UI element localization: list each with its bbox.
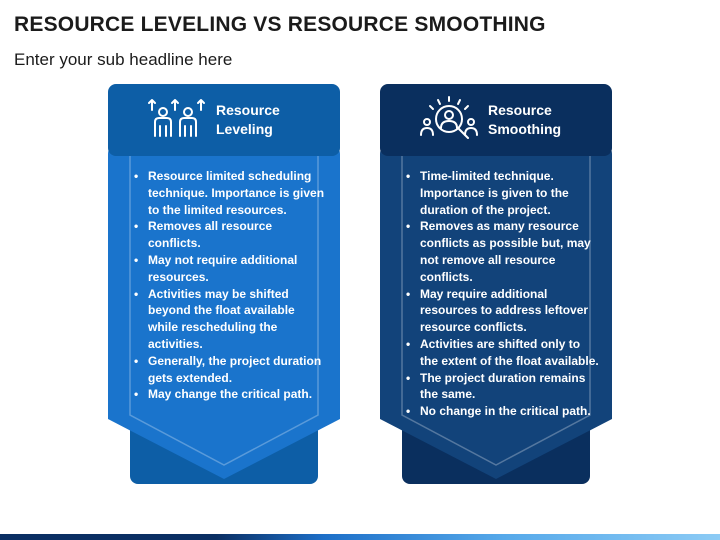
list-item: Resource limited scheduling technique. I… [132,168,328,218]
resource-smoothing-heading: Resource Smoothing [488,102,562,137]
list-item: May not require additional resources. [132,252,328,286]
resource-leveling-body: Resource limited scheduling technique. I… [132,168,328,403]
list-item: The project duration remains the same. [404,370,600,404]
resource-smoothing-body: Time-limited technique. Importance is gi… [404,168,600,420]
list-item: Generally, the project duration gets ext… [132,353,328,387]
page-title: RESOURCE LEVELING VS RESOURCE SMOOTHING [14,13,546,36]
resource-smoothing-list: Time-limited technique. Importance is gi… [404,168,600,420]
list-item: Removes all resource conflicts. [132,218,328,252]
resource-smoothing-header: Resource Smoothing [408,84,584,156]
page-subtitle: Enter your sub headline here [14,50,233,69]
resource-leveling-heading: Resource Leveling [216,102,280,137]
resource-leveling-list: Resource limited scheduling technique. I… [132,168,328,403]
resource-smoothing-card: Resource Smoothing Time-limited techniqu… [380,84,612,492]
list-item: May require additional resources to addr… [404,286,600,336]
list-item: Activities may be shifted beyond the flo… [132,286,328,353]
resource-leveling-card: Resource Leveling Resource limited sched… [108,84,340,492]
people-growth-icon [146,94,208,146]
list-item: Removes as many resource conflicts as po… [404,218,600,285]
people-search-icon [418,94,480,146]
list-item: Activities are shifted only to the exten… [404,336,600,370]
bottom-accent-bar [0,534,720,540]
resource-leveling-header: Resource Leveling [136,84,312,156]
list-item: Time-limited technique. Importance is gi… [404,168,600,218]
list-item: No change in the critical path. [404,403,600,420]
list-item: May change the critical path. [132,386,328,403]
